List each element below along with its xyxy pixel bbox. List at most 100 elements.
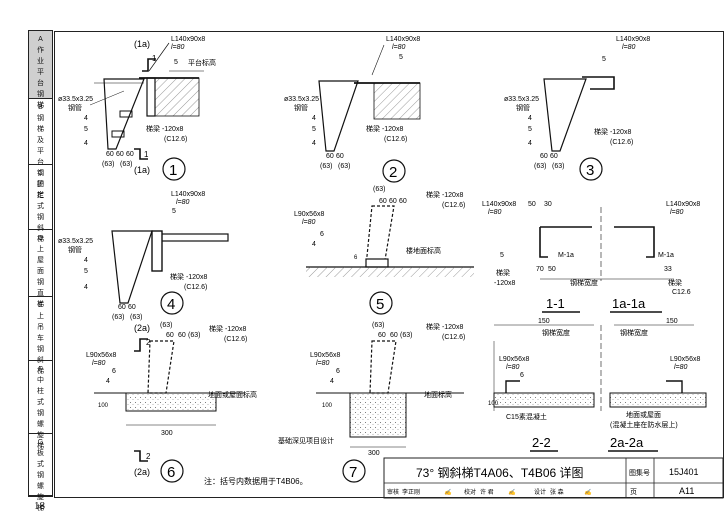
svg-text:(63): (63): [338, 163, 350, 170]
svg-text:2a-2a: 2a-2a: [610, 435, 644, 450]
tab-char: 旋: [37, 493, 44, 501]
svg-text:60: 60: [550, 153, 558, 160]
tab-char: 钢: [37, 278, 44, 286]
drawing-title: 73° 钢斜梯T4A06、T4B06 详图: [416, 465, 584, 480]
svg-text:(1a): (1a): [134, 165, 150, 175]
svg-text:5: 5: [376, 296, 384, 313]
svg-text:地面或屋面: 地面或屋面: [626, 410, 661, 419]
svg-text:60: 60: [326, 153, 334, 160]
section-2-2: 150 钢梯宽度 L90x56x8 l=80 6 100 C15素混凝土 2-2: [488, 318, 595, 452]
section-1a-1a: L140x90x8 l=80 M-1a 33 梯梁 C12.6 1a-1a: [600, 201, 700, 313]
svg-text:基础深见项目设计: 基础深见项目设计: [278, 436, 334, 445]
svg-text:✍: ✍: [444, 488, 453, 496]
svg-text:4: 4: [106, 378, 110, 385]
detail-5: (63) 60 60 60 梯梁 -120x8 (C12.6) L90x56x8…: [294, 186, 474, 315]
svg-text:4: 4: [84, 140, 88, 147]
svg-text:l=80: l=80: [92, 360, 106, 367]
tab-char: 台: [37, 158, 44, 166]
svg-text:4: 4: [312, 241, 316, 248]
svg-text:l=80: l=80: [316, 360, 330, 367]
tab-letter: E: [38, 302, 43, 309]
svg-text:✍: ✍: [584, 488, 593, 496]
detail-7: (63) 60 60 (63) 梯梁 -120x8 (C12.6) L90x56…: [278, 322, 465, 483]
tab-char: 钢: [37, 345, 44, 353]
svg-text:钢管: 钢管: [516, 103, 530, 112]
svg-text:ø33.5x3.25: ø33.5x3.25: [58, 238, 93, 245]
svg-text:5: 5: [312, 126, 316, 133]
tab-char: 直: [37, 289, 44, 297]
svg-text:L140x90x8: L140x90x8: [616, 36, 650, 43]
svg-text:6: 6: [520, 372, 524, 379]
tab-char: 作: [37, 46, 44, 54]
svg-text:60: 60: [166, 332, 174, 339]
svg-text:l=80: l=80: [674, 364, 688, 371]
tab-char: 斜: [37, 224, 44, 232]
svg-text:平台标高: 平台标高: [188, 58, 216, 67]
svg-text:M-1a: M-1a: [558, 252, 574, 259]
svg-text:(C12.6): (C12.6): [164, 136, 187, 143]
svg-text:1: 1: [152, 54, 157, 63]
svg-text:60: 60: [336, 153, 344, 160]
svg-text:2: 2: [146, 338, 151, 347]
svg-text:(63): (63): [188, 332, 200, 339]
tab-char: 业: [37, 57, 44, 65]
tab-letter: A: [38, 36, 43, 43]
svg-text:60: 60: [178, 332, 186, 339]
svg-text:15J401: 15J401: [669, 467, 699, 477]
svg-text:100: 100: [98, 403, 109, 409]
svg-text:A11: A11: [679, 486, 694, 496]
svg-text:L140x90x8: L140x90x8: [171, 191, 205, 198]
tab-char: 吊: [37, 323, 44, 331]
detail-6: (2a) 2 (63) 60 60 (63) 梯梁 -120x8 (C12.6)…: [86, 322, 257, 483]
tab-char: 上: [37, 312, 44, 320]
svg-text:5: 5: [172, 208, 176, 215]
svg-text:ø33.5x3.25: ø33.5x3.25: [58, 96, 93, 103]
svg-text:4: 4: [312, 140, 316, 147]
svg-text:C15素混凝土: C15素混凝土: [506, 412, 547, 421]
svg-text:100: 100: [488, 401, 499, 407]
svg-text:33: 33: [664, 266, 672, 273]
svg-text:(C12.6): (C12.6): [610, 139, 633, 146]
svg-text:(63): (63): [112, 314, 124, 321]
tab-char: 固: [37, 180, 44, 188]
svg-text:300: 300: [368, 450, 380, 457]
svg-text:(63): (63): [534, 163, 546, 170]
svg-text:l=80: l=80: [302, 219, 316, 226]
svg-text:4: 4: [312, 115, 316, 122]
svg-text:50: 50: [548, 266, 556, 273]
svg-text:4: 4: [528, 115, 532, 122]
tab-char: 梯: [37, 101, 44, 109]
tab-char: 钢: [37, 409, 44, 417]
detail-2: L140x90x8 l=80 5 ø33.5x3.25 钢管 4 5 4 梯梁 …: [284, 36, 421, 183]
tab-char: 梯: [37, 235, 44, 243]
svg-text:5: 5: [399, 54, 403, 61]
svg-text:5: 5: [602, 56, 606, 63]
svg-text:5: 5: [84, 268, 88, 275]
svg-text:地面标高: 地面标高: [424, 390, 452, 399]
svg-text:4: 4: [167, 296, 175, 313]
tab-char: 梯: [37, 300, 44, 308]
tab-char: 螺: [37, 482, 44, 490]
svg-text:ø33.5x3.25: ø33.5x3.25: [504, 96, 539, 103]
svg-text:(63): (63): [120, 161, 132, 168]
svg-text:5: 5: [84, 126, 88, 133]
svg-text:ø33.5x3.25: ø33.5x3.25: [284, 96, 319, 103]
svg-text:70: 70: [536, 266, 544, 273]
svg-text:60: 60: [118, 304, 126, 311]
tab-char: 板: [37, 449, 44, 457]
svg-text:150: 150: [666, 318, 678, 325]
svg-text:5: 5: [500, 252, 504, 259]
note: 注：括号内数据用于T4B06。: [204, 476, 308, 486]
svg-text:钢管: 钢管: [68, 103, 82, 112]
tab-char: 定: [37, 191, 44, 199]
svg-text:L140x90x8: L140x90x8: [482, 201, 516, 208]
tab-char: 螺: [37, 420, 44, 428]
